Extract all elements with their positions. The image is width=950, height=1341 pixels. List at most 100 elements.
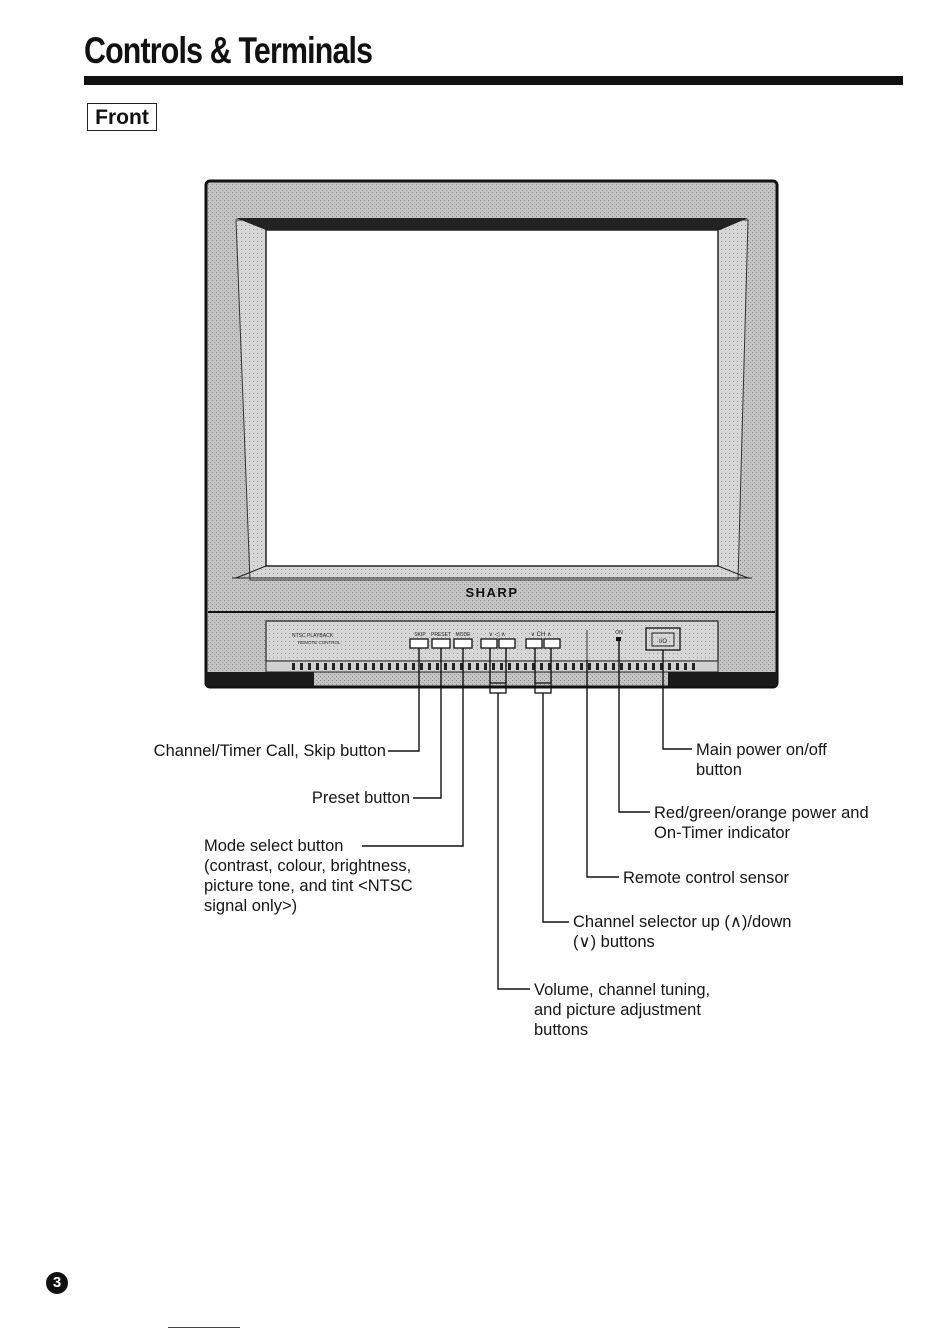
grille-slot [684,663,687,670]
grille-slot [508,663,511,670]
mode-select-button[interactable] [453,638,473,649]
grille-slot [300,663,303,670]
tv-screen [265,229,719,567]
grille-slot [332,663,335,670]
label-indicator: ON [615,630,623,636]
callout-mode-select-line4: signal only>) [204,897,298,915]
callout-indicator-line1: Red/green/orange power and [654,804,869,822]
grille-slot [612,663,615,670]
grille-slot [292,663,295,670]
grille-slot [436,663,439,670]
callout-mode-select-line2: (contrast, colour, brightness, [204,857,412,875]
grille-slot [524,663,527,670]
skip-button[interactable] [409,638,429,649]
label-channel: ∨ CH ∧ [531,632,552,638]
callout-volume-line1: Volume, channel tuning, [534,981,711,999]
panel-text-ntsc: NTSC PLAYBACK [292,633,334,639]
grille-slot [636,663,639,670]
callout-channel-timer-call: Channel/Timer Call, Skip button [153,742,386,760]
channel-down-button[interactable] [525,638,543,649]
callout-channel-selector: Channel selector up (∧)/down (∨) buttons [573,912,873,952]
grille-slot [452,663,455,670]
label-preset: PRESET [431,632,451,638]
grille-slot [572,663,575,670]
page-number: 3 [46,1272,68,1294]
preset-button[interactable] [431,638,451,649]
grille-slot [580,663,583,670]
grille-slot [484,663,487,670]
grille-slot [628,663,631,670]
grille-slot [532,663,535,670]
label-mode: MODE [456,632,472,638]
grille-slot [556,663,559,670]
grille-slot [380,663,383,670]
callout-preset: Preset button [311,789,410,807]
grille-slot [460,663,463,670]
grille-slot [324,663,327,670]
footer-rule [168,1327,240,1328]
grille-slot [420,663,423,670]
grille-slot [372,663,375,670]
callout-volume: Volume, channel tuning, and picture adju… [534,980,794,1040]
grille-slot [516,663,519,670]
callout-main-power: Main power on/off button [696,740,896,780]
grille-slot [604,663,607,670]
bottom-grille [265,660,719,673]
label-skip: SKIP [414,632,426,638]
grille-slot [476,663,479,670]
section-label-front: Front [87,103,157,131]
callout-volume-line2: and picture adjustment [534,1001,701,1019]
callout-main-power-line1: Main power on/off [696,741,827,759]
grille-slot [388,663,391,670]
power-label: I/O [659,639,667,645]
panel-text-remote: REMOTE CONTROL [298,640,341,645]
callout-channel-selector-line2: (∨) buttons [573,933,655,951]
callout-remote-sensor: Remote control sensor [623,869,789,887]
callout-main-power-line2: button [696,761,742,779]
volume-down-button[interactable] [480,638,498,649]
grille-slot [676,663,679,670]
volume-up-button[interactable] [498,638,516,649]
grille-slot [668,663,671,670]
grille-slot [660,663,663,670]
grille-slot [308,663,311,670]
callout-indicator: Red/green/orange power and On-Timer indi… [654,803,924,843]
grille-slot [540,663,543,670]
grille-slot [692,663,695,670]
callout-mode-select: Mode select button (contrast, colour, br… [204,836,454,916]
power-indicator [616,637,621,641]
grille-slot [340,663,343,670]
brand-logo: SHARP [465,585,518,600]
leader-lines [362,641,692,990]
tv-cabinet [204,179,779,689]
grille-slot [404,663,407,670]
grille-slot [316,663,319,670]
grille-slot [364,663,367,670]
title-rule [84,76,903,85]
label-volume: ∨ ◁ ∧ [489,632,506,638]
grille-slot [468,663,471,670]
callout-mode-select-line1: Mode select button [204,837,344,855]
grille-slot [428,663,431,670]
grille-slot [564,663,567,670]
callout-mode-select-line3: picture tone, and tint <NTSC [204,877,413,895]
grille-slot [620,663,623,670]
grille-slot [356,663,359,670]
grille-slot [644,663,647,670]
grille-slot [548,663,551,670]
grille-slot [652,663,655,670]
callout-indicator-line2: On-Timer indicator [654,824,791,842]
grille-slot [396,663,399,670]
grille-slot [500,663,503,670]
grille-slot [492,663,495,670]
channel-up-button[interactable] [543,638,561,649]
grille-slot [588,663,591,670]
callout-channel-selector-line1: Channel selector up (∧)/down [573,913,792,931]
grille-slot [444,663,447,670]
grille-slot [596,663,599,670]
page-title: Controls & Terminals [84,30,373,71]
grille-slot [412,663,415,670]
callout-volume-line3: buttons [534,1021,589,1039]
grille-slot [348,663,351,670]
